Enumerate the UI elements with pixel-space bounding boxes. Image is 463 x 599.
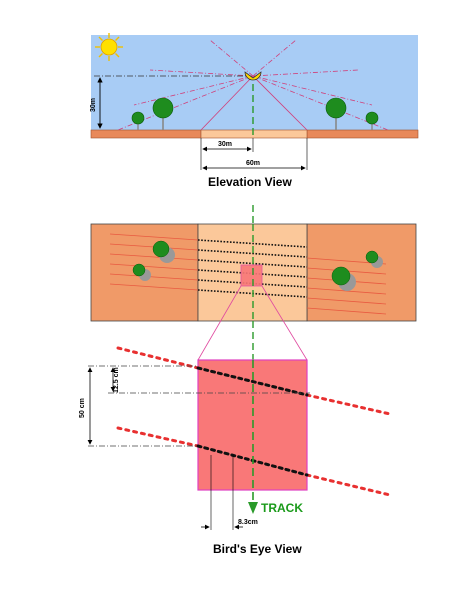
sun-icon — [95, 33, 123, 61]
sky — [91, 35, 418, 130]
tree-icon — [152, 97, 174, 130]
birdseye-view: 12.5 cm 50 cm 8.3cm TRACK Bird's Eye Vie… — [79, 346, 392, 556]
camera-icon — [244, 71, 262, 81]
tree-icon — [325, 97, 347, 130]
height-label: 30m — [90, 98, 97, 112]
birdseye-title: Bird's Eye View — [213, 542, 302, 556]
ground-center — [200, 129, 308, 139]
offset-label: 8.3cm — [238, 519, 258, 526]
track-label: TRACK — [261, 501, 303, 515]
tree-icon — [152, 240, 175, 263]
zoom-line-left — [197, 285, 242, 361]
tree-icon — [131, 111, 145, 130]
ground-right — [306, 129, 419, 139]
zoom-source-rect — [240, 264, 263, 287]
ground-left — [90, 129, 202, 139]
spacing-label: 12.5 cm — [113, 367, 120, 393]
tree-icon — [365, 250, 383, 268]
plan-left-rows — [109, 233, 199, 291]
guide-lines — [88, 365, 310, 447]
outer-width-label: 60m — [246, 160, 260, 167]
tree-icon — [365, 111, 379, 130]
tree-icon — [132, 263, 151, 281]
row-dots-outside — [116, 346, 392, 497]
elevation-view: 30m 30m 60m Elevatio — [90, 33, 419, 189]
zoom-line-right — [261, 285, 308, 361]
elevation-title: Elevation View — [208, 175, 292, 189]
span-label: 50 cm — [79, 398, 86, 418]
plan-view — [90, 223, 417, 322]
tree-icon — [331, 266, 356, 291]
inner-width-label: 30m — [218, 141, 232, 148]
arrow-down-icon — [248, 502, 258, 514]
